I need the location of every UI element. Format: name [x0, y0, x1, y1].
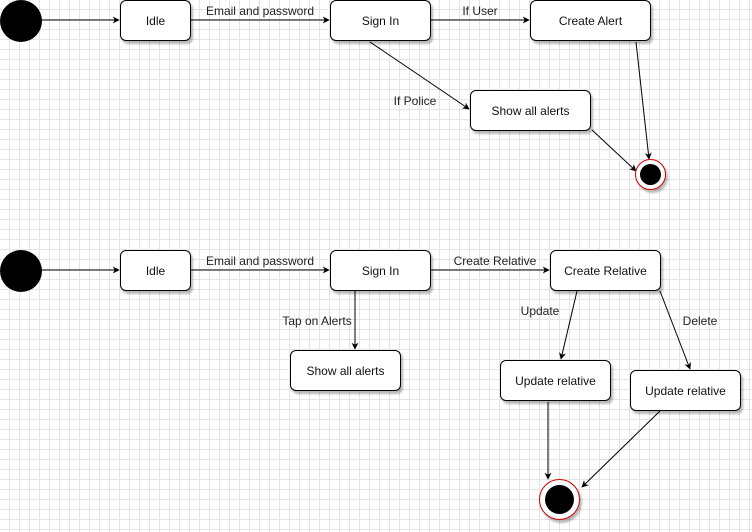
state-update-relative-1[interactable]: Update relative	[500, 360, 611, 401]
state-create-relative[interactable]: Create Relative	[550, 250, 661, 291]
transition-label-create-relative: Create Relative	[453, 254, 537, 268]
transition-label-email-password-1: Email and password	[205, 4, 315, 18]
edge-showalerts-to-final-1	[591, 129, 637, 172]
final-state-2	[539, 479, 580, 520]
state-create-relative-label: Create Relative	[564, 263, 647, 278]
edge-createrelative-to-update	[559, 290, 578, 360]
edge-signin-to-showalerts-1	[369, 41, 470, 110]
edge-delete-to-final	[581, 410, 661, 488]
state-idle-2-label: Idle	[145, 263, 166, 278]
state-show-all-alerts-2[interactable]: Show all alerts	[290, 350, 401, 391]
state-create-alert[interactable]: Create Alert	[530, 0, 651, 41]
state-idle-2[interactable]: Idle	[120, 250, 191, 291]
state-show-all-alerts-1[interactable]: Show all alerts	[470, 90, 591, 131]
final-state-1-dot	[640, 164, 661, 185]
state-show-all-alerts-2-label: Show all alerts	[306, 363, 385, 378]
state-sign-in-2-label: Sign In	[361, 263, 400, 278]
transition-label-tap-on-alerts: Tap on Alerts	[282, 314, 352, 328]
state-update-relative-2[interactable]: Update relative	[630, 370, 741, 411]
state-update-relative-2-label: Update relative	[645, 383, 726, 398]
state-sign-in-1[interactable]: Sign In	[330, 0, 431, 41]
transition-label-delete: Delete	[682, 314, 718, 328]
state-update-relative-1-label: Update relative	[515, 373, 596, 388]
initial-state-1	[0, 0, 42, 42]
final-state-1	[635, 159, 666, 190]
edge-createrelative-to-delete	[659, 290, 692, 370]
initial-state-2	[0, 250, 42, 292]
edge-createalert-to-final-1	[635, 41, 652, 160]
transition-label-update: Update	[520, 304, 560, 318]
transition-label-email-password-2: Email and password	[205, 254, 315, 268]
state-idle-1-label: Idle	[145, 13, 166, 28]
state-create-alert-label: Create Alert	[558, 13, 623, 28]
transition-label-if-user: If User	[462, 4, 498, 18]
final-state-2-dot	[545, 485, 574, 514]
state-idle-1[interactable]: Idle	[120, 0, 191, 41]
transition-label-if-police: If Police	[393, 94, 437, 108]
state-sign-in-2[interactable]: Sign In	[330, 250, 431, 291]
state-sign-in-1-label: Sign In	[361, 13, 400, 28]
state-show-all-alerts-1-label: Show all alerts	[491, 103, 570, 118]
